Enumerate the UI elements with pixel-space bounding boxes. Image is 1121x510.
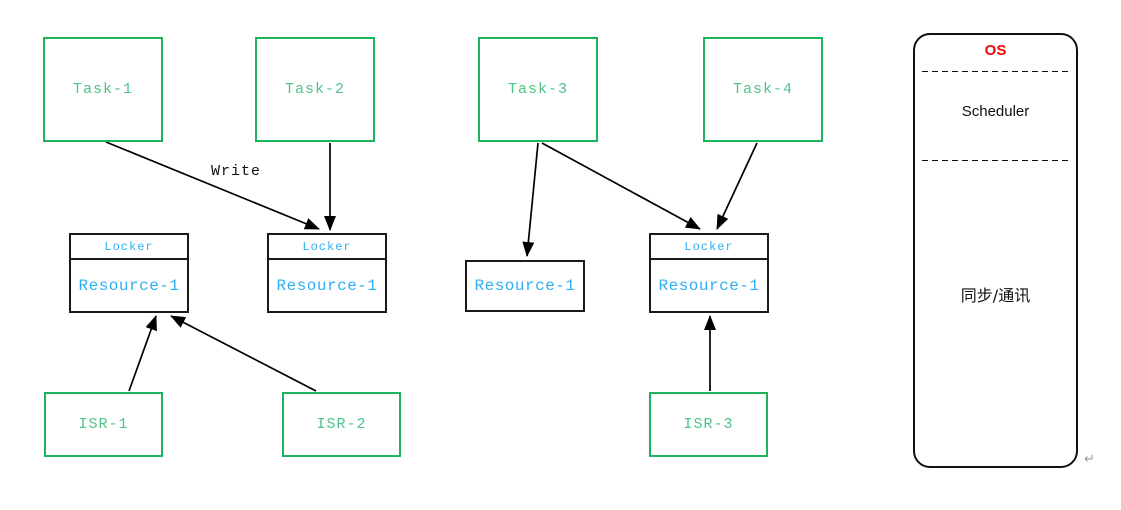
resource-1-locker-label: Locker xyxy=(104,239,154,254)
isr-1-label: ISR-1 xyxy=(78,416,129,433)
os-panel-title: OS xyxy=(984,42,1007,59)
edge-isr-1-to-resource-1 xyxy=(128,315,157,392)
resource-4-label: Resource-1 xyxy=(658,276,760,295)
resource-2-box: Locker Resource-1 xyxy=(267,233,387,313)
task-4-box: Task-4 xyxy=(703,37,823,142)
resource-4-locker-header: Locker xyxy=(651,235,767,260)
edge-task-3-to-resource-4 xyxy=(541,142,701,230)
os-divider-2 xyxy=(922,160,1069,161)
edge-isr-2-to-resource-1 xyxy=(170,315,317,392)
edge-task-4-to-resource-4 xyxy=(716,142,758,230)
paragraph-return-mark: ↵ xyxy=(1084,452,1095,467)
task-3-box: Task-3 xyxy=(478,37,598,142)
task-4-label: Task-4 xyxy=(732,81,793,98)
resource-1-body: Resource-1 xyxy=(71,260,187,311)
edge-task-3-to-resource-3 xyxy=(522,142,539,257)
resource-3-box: Resource-1 xyxy=(465,260,585,312)
resource-1-label: Resource-1 xyxy=(78,276,180,295)
isr-3-box: ISR-3 xyxy=(649,392,768,457)
resource-2-locker-header: Locker xyxy=(269,235,385,260)
isr-3-label: ISR-3 xyxy=(683,416,734,433)
resource-2-locker-label: Locker xyxy=(302,239,352,254)
task-1-label: Task-1 xyxy=(72,81,133,98)
os-section-sync: 同步/通讯 xyxy=(960,286,1031,305)
resource-2-label: Resource-1 xyxy=(276,276,378,295)
resource-3-label: Resource-1 xyxy=(474,277,576,295)
os-section-scheduler: Scheduler xyxy=(961,103,1030,120)
isr-2-label: ISR-2 xyxy=(316,416,367,433)
isr-1-box: ISR-1 xyxy=(44,392,163,457)
resource-1-locker-header: Locker xyxy=(71,235,187,260)
resource-4-body: Resource-1 xyxy=(651,260,767,311)
resource-4-box: Locker Resource-1 xyxy=(649,233,769,313)
isr-2-box: ISR-2 xyxy=(282,392,401,457)
resource-2-body: Resource-1 xyxy=(269,260,385,311)
edge-label-write: Write xyxy=(211,163,262,180)
resource-4-locker-label: Locker xyxy=(684,239,734,254)
os-divider-1 xyxy=(922,71,1069,72)
os-panel: OS Scheduler 同步/通讯 xyxy=(913,33,1078,468)
task-2-label: Task-2 xyxy=(284,81,345,98)
edge-task-1-to-resource-2 xyxy=(105,141,320,230)
task-3-label: Task-3 xyxy=(507,81,568,98)
resource-1-box: Locker Resource-1 xyxy=(69,233,189,313)
task-2-box: Task-2 xyxy=(255,37,375,142)
task-1-box: Task-1 xyxy=(43,37,163,142)
